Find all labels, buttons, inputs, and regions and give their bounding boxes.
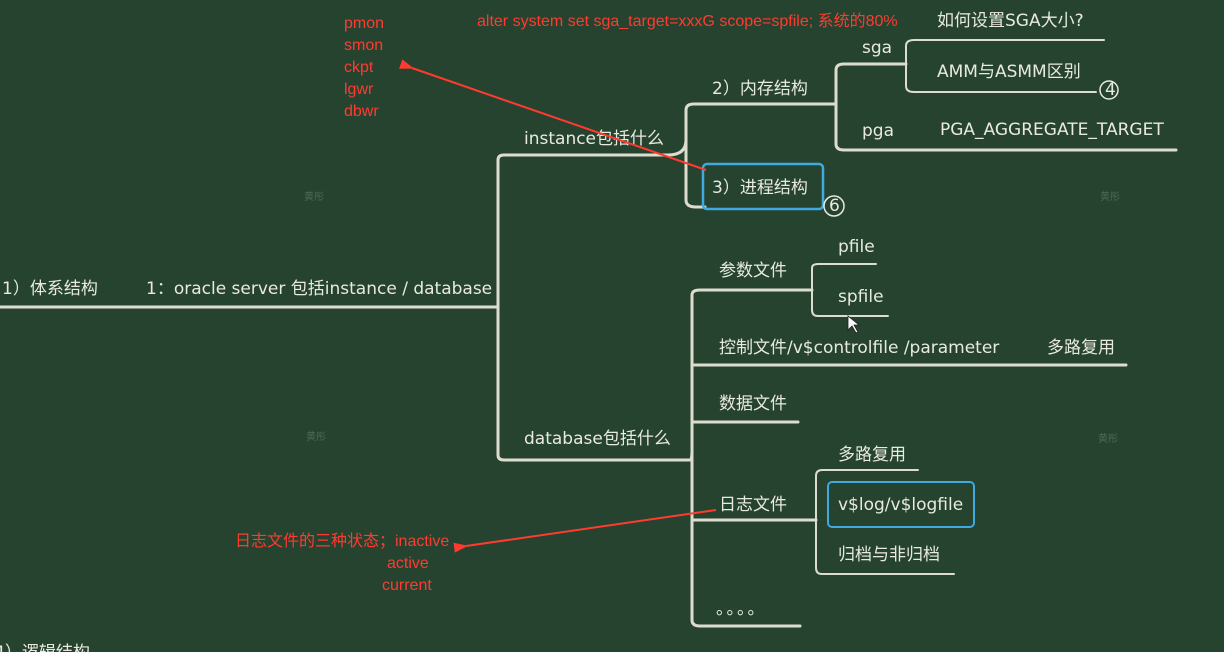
connector-lines: [0, 39, 1178, 628]
param-files-label: 参数文件: [719, 261, 787, 281]
spfile-label: spfile: [838, 287, 884, 307]
amm-badge: 4: [1099, 80, 1119, 100]
mouse-cursor-icon: [847, 315, 861, 334]
sga-label: sga: [862, 38, 892, 58]
vlog-label: v$log/v$logfile: [838, 495, 963, 515]
svg-text:current: current: [382, 577, 432, 594]
process-list-annotation: pmon smon ckpt lgwr dbwr: [344, 15, 384, 120]
svg-text:ckpt: ckpt: [344, 59, 374, 76]
archive-label: 归档与非归档: [838, 545, 940, 565]
svg-text:日志文件的三种状态；inactive: 日志文件的三种状态；inactive: [235, 532, 449, 550]
logical-structure-label: 4）逻辑结构: [0, 643, 90, 652]
svg-text:active: active: [387, 555, 429, 572]
root-label: 1）体系结构: [2, 279, 98, 299]
pfile-label: pfile: [838, 237, 875, 257]
watermark: 黄彤: [306, 430, 326, 443]
memory-structure-label: 2）内存结构: [712, 79, 808, 99]
control-multiplex-label: 多路复用: [1047, 338, 1115, 358]
watermark: 黄彤: [1098, 432, 1118, 445]
oracle-server-label: 1：oracle server 包括instance / database: [146, 279, 492, 299]
data-files-label: 数据文件: [719, 394, 787, 414]
process-highlight-box: [701, 162, 825, 211]
control-file-label: 控制文件/v$controlfile /parameter: [719, 338, 999, 358]
log-states-annotation: 日志文件的三种状态；inactive active current: [235, 532, 449, 594]
watermark: 黄彤: [1100, 190, 1120, 203]
svg-text:lgwr: lgwr: [344, 81, 374, 98]
svg-text:4: 4: [1105, 80, 1116, 100]
process-badge: 6: [823, 195, 845, 217]
svg-text:smon: smon: [344, 37, 383, 54]
ellipsis-label: 。。。。: [716, 599, 767, 619]
log-multiplex-label: 多路复用: [838, 445, 906, 465]
amm-asmm-label: AMM与ASMM区别: [937, 62, 1081, 82]
svg-text:pmon: pmon: [344, 15, 384, 32]
pga-label: pga: [862, 121, 894, 141]
vlog-highlight-box: [827, 481, 975, 528]
svg-text:dbwr: dbwr: [344, 103, 379, 120]
sga-command-annotation: alter system set sga_target=xxxG scope=s…: [477, 12, 898, 30]
watermark: 黄彤: [304, 190, 324, 203]
svg-text:6: 6: [829, 196, 840, 216]
process-structure-label: 3）进程结构: [712, 178, 808, 198]
process-arrow: [399, 59, 707, 171]
pga-aggregate-target-label: PGA_AGGREGATE_TARGET: [940, 120, 1164, 140]
sga-question: 如何设置SGA大小?: [937, 11, 1084, 31]
database-label: database包括什么: [524, 429, 671, 449]
log-files-label: 日志文件: [719, 495, 787, 515]
log-states-arrow: [453, 509, 717, 553]
